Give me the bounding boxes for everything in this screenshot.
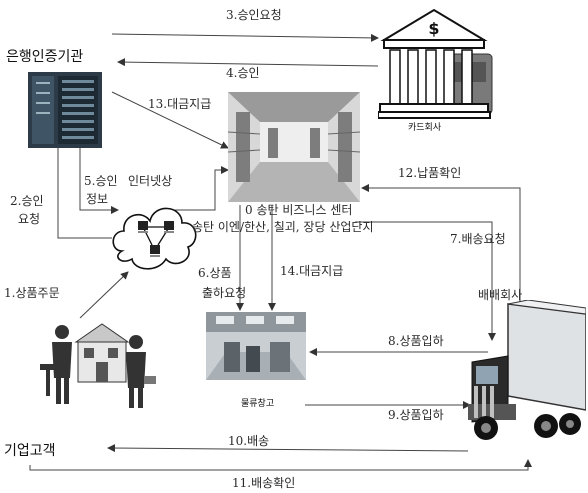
arrow-internet-center xyxy=(160,166,229,211)
arrow-f3 xyxy=(111,33,379,42)
flow-label-2b: 요청 xyxy=(18,212,41,226)
flow-label-7: 7.배송요청 xyxy=(450,232,506,246)
svg-text:$: $ xyxy=(428,19,439,38)
internet-info-label: 정보 xyxy=(86,192,109,206)
internet-cloud-icon xyxy=(112,207,197,270)
flow-label-3: 3.승인요청 xyxy=(226,8,282,22)
bank-auth-label: 은행인증기관 xyxy=(6,49,84,65)
server-tower-icon xyxy=(28,72,102,148)
flow-label-12: 12.납품확인 xyxy=(398,166,462,180)
arrow-f1 xyxy=(79,271,129,319)
customer-icon xyxy=(40,323,156,408)
flow-label-2a: 2.승인 xyxy=(10,194,44,208)
industrial-complex-label: 송탄 이엔/한산, 칠괴, 장당 산업단지 xyxy=(192,220,374,234)
delivery-company-label: 배배회사 xyxy=(478,288,523,302)
flow-label-4: 4.승인 xyxy=(226,66,260,80)
arrow-f10 xyxy=(107,444,469,453)
business-center-label: 0 송탄 비즈니스 센터 xyxy=(245,203,353,217)
truck-icon xyxy=(468,300,586,440)
warehouse-icon xyxy=(206,312,306,380)
card-company-label: 카드회사 xyxy=(408,123,442,133)
flow-label-1: 1.상품주문 xyxy=(4,286,60,300)
bank-building-icon: $ xyxy=(378,8,493,119)
flow-label-11: 11.배송확인 xyxy=(232,476,296,490)
flow-label-5: 5.승인 xyxy=(84,174,118,188)
flow-label-6b: 출하요청 xyxy=(202,286,247,300)
flow-label-14: 14.대금지급 xyxy=(280,264,344,278)
arrow-f11 xyxy=(29,459,532,471)
arrow-f4 xyxy=(117,58,379,67)
corporate-customer-label: 기업고객 xyxy=(4,443,56,459)
flow-label-6a: 6.상품 xyxy=(198,266,232,280)
arrow-f12 xyxy=(361,184,521,350)
business-center-icon xyxy=(228,92,360,202)
internet-store-label: 인터넷상 xyxy=(128,174,173,188)
flow-label-13: 13.대금지급 xyxy=(148,97,212,111)
arrow-f5 xyxy=(79,148,119,214)
flow-label-10: 10.배송 xyxy=(228,434,270,448)
warehouse-label: 물류창고 xyxy=(241,399,275,409)
arrow-f13 xyxy=(111,91,229,149)
flow-label-9: 9.상품입하 xyxy=(388,408,444,422)
flow-label-8: 8.상품입하 xyxy=(388,334,444,348)
arrow-f7 xyxy=(355,221,496,341)
arrow-f2 xyxy=(54,133,112,239)
